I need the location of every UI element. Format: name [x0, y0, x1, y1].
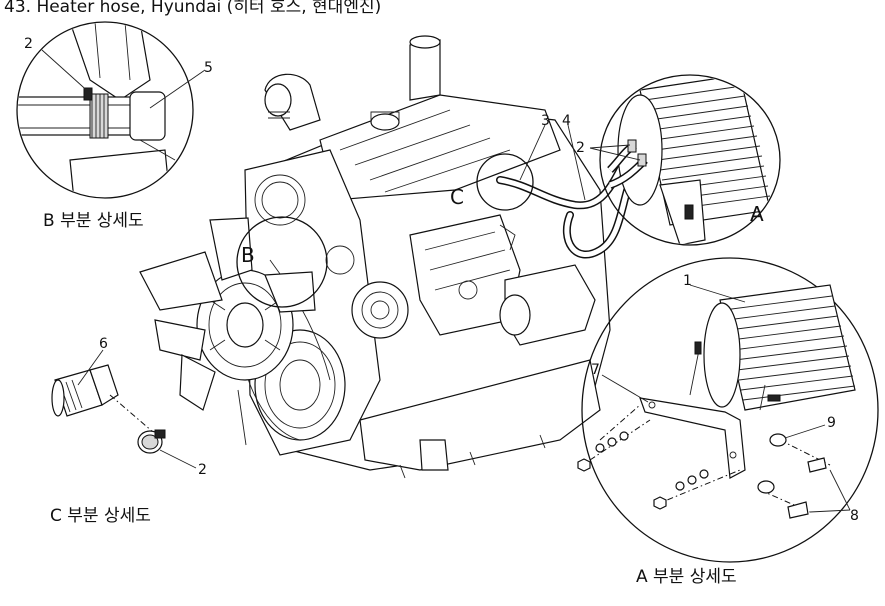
detail-b — [16, 21, 194, 199]
part-label-7: 7 — [591, 362, 600, 378]
marker-c: C — [450, 185, 464, 209]
part-label-5: 5 — [204, 60, 213, 76]
part-label-6: 6 — [99, 336, 108, 352]
detail-c — [51, 364, 166, 454]
part-label-8: 8 — [850, 508, 859, 524]
part-label-2-main: 2 — [576, 140, 585, 156]
leader-lines — [41, 49, 851, 513]
detail-a-exploded — [577, 257, 879, 563]
page-title: 43. Heater hose, Hyundai (히터 호스, 현대엔진) — [4, 0, 382, 17]
caption-detail-a: A 부분 상세도 — [636, 567, 737, 587]
part-label-2-detail-b: 2 — [24, 36, 33, 52]
marker-b: B — [241, 243, 255, 267]
part-label-4: 4 — [562, 113, 571, 129]
callout-c-circle — [476, 153, 534, 211]
caption-detail-b: B 부분 상세도 — [43, 211, 144, 231]
detail-a-top — [599, 74, 781, 246]
part-label-1: 1 — [683, 273, 692, 289]
callout-b-circle — [236, 216, 328, 308]
part-label-3: 3 — [541, 113, 550, 129]
engine-assembly — [139, 35, 644, 479]
caption-detail-c: C 부분 상세도 — [50, 506, 151, 526]
marker-a: A — [750, 202, 764, 226]
part-label-2-detail-c: 2 — [198, 462, 207, 478]
part-label-9: 9 — [827, 415, 836, 431]
